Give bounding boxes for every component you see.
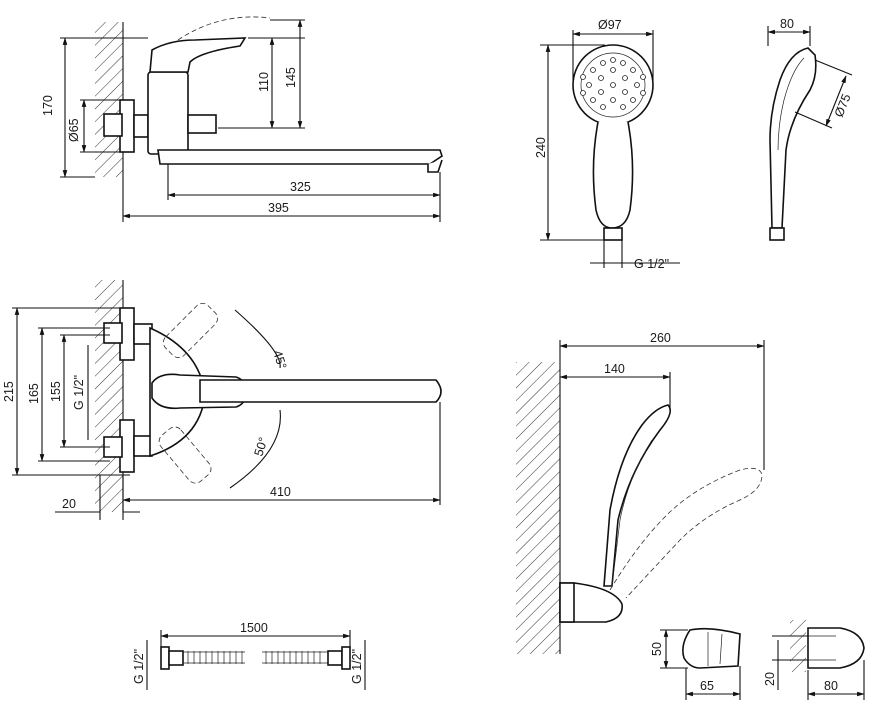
dim-handle-height: 110 [257, 72, 271, 92]
dim-spout-length: 410 [270, 485, 291, 499]
angle-up: 45° [270, 349, 289, 371]
holder-view: 260 140 [516, 331, 765, 654]
dim-height-total: 170 [41, 95, 55, 116]
dim-width-total: 260 [650, 331, 671, 345]
dim-outlet-height: 145 [284, 67, 298, 88]
dim-height-total: 215 [2, 381, 16, 402]
dim-hose-length: 1500 [240, 621, 268, 635]
dim-total-length: 395 [268, 201, 289, 215]
dim-thread-right: G 1/2" [350, 649, 364, 684]
dim-spout-reach: 325 [290, 180, 311, 194]
dim-length: 240 [534, 137, 548, 158]
hose-view: 1500 G 1/2" G 1/2" [132, 621, 366, 690]
dim-thread: G 1/2" [634, 257, 669, 271]
dim-thread-left: G 1/2" [132, 649, 146, 684]
top-view: 45° 50° 215 165 155 G 1/2" 20 410 [2, 280, 442, 520]
dim-bracket-height: 50 [650, 642, 664, 656]
side-view: 170 Ø65 110 145 325 395 [41, 16, 443, 222]
shower-head-front: Ø97 240 G 1/2" [534, 18, 680, 271]
shower-head-side: 80 Ø75 [767, 17, 854, 241]
dim-bracket-depth: 80 [824, 679, 838, 693]
dim-flange-dia: Ø65 [67, 118, 81, 142]
dim-face-dia: Ø75 [832, 92, 854, 119]
dim-screw: 20 [763, 672, 777, 686]
nozzle-holes [580, 57, 646, 110]
dim-thread: G 1/2" [72, 375, 86, 410]
dim-head-dia: Ø97 [598, 18, 622, 32]
bracket-view: 50 65 20 80 [650, 620, 865, 700]
angle-down: 50° [252, 436, 271, 458]
dim-depth: 80 [780, 17, 794, 31]
dim-wall-offset: 20 [62, 497, 76, 511]
dim-width-inner: 140 [604, 362, 625, 376]
dim-bracket-width: 65 [700, 679, 714, 693]
dim-height-mid: 165 [27, 383, 41, 404]
dim-centers: 155 [49, 381, 63, 402]
